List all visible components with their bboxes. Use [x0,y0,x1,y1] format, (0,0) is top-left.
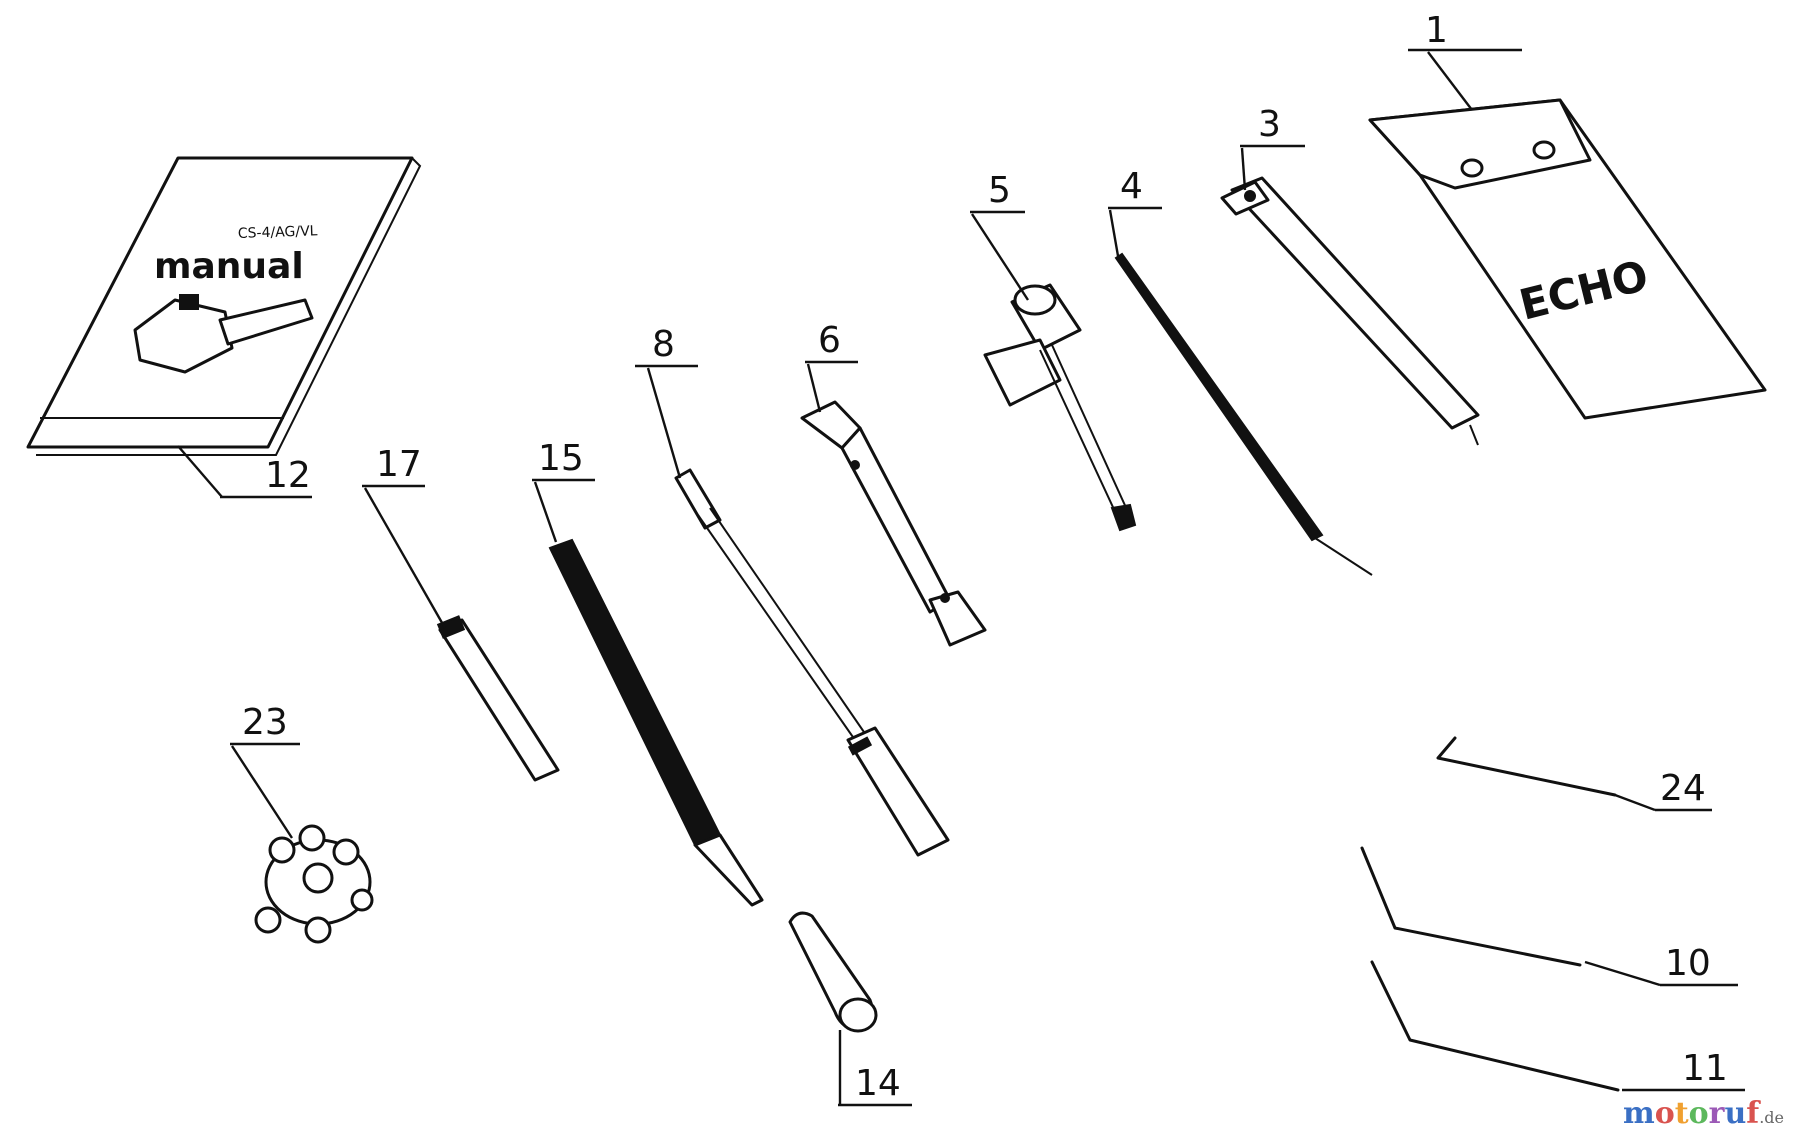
callout-5: 5 [970,170,1030,301]
callout-4: 4 [1108,166,1162,257]
tool-4-round-file [1114,252,1373,576]
manual-booklet: CS-4/AG/VL manual [26,156,422,456]
tool-pouch: ECHO [1368,98,1767,420]
svg-text:12: 12 [265,455,311,496]
svg-text:17: 17 [376,444,422,485]
svg-text:24: 24 [1660,768,1706,809]
tool-5-box-wrench [983,283,1137,532]
tool-23-flywheel-puller [254,824,374,944]
svg-text:10: 10 [1665,943,1711,984]
watermark-suffix: .de [1759,1108,1784,1127]
chainsaw-illustration [133,294,314,374]
tool-8-screwdriver [674,468,950,857]
manual-subtitle: CS-4/AG/VL [238,223,318,242]
tool-24-hex-key [1436,736,1617,797]
svg-text:1: 1 [1425,10,1448,51]
svg-text:11: 11 [1682,1048,1728,1089]
watermark-brand: motoruf [1623,1096,1760,1131]
svg-text:3: 3 [1258,104,1281,145]
callout-10: 10 [1584,943,1738,987]
callout-8: 8 [635,324,698,479]
svg-text:5: 5 [988,170,1011,211]
callout-1: 1 [1408,10,1522,111]
tool-10-hex-key [1360,846,1582,967]
svg-text:4: 4 [1120,166,1143,207]
tool-14-file-handle [788,911,878,1033]
callout-3: 3 [1240,104,1305,191]
svg-text:23: 23 [242,702,288,743]
callout-15: 15 [532,438,595,543]
callout-6: 6 [805,320,858,413]
callout-11: 11 [1622,1048,1745,1092]
svg-text:6: 6 [818,320,841,361]
tool-6-combo-wrench [800,400,987,647]
svg-text:15: 15 [538,438,584,479]
callout-12: 12 [177,445,312,499]
tool-11-hex-key [1370,960,1620,1092]
callout-23: 23 [230,702,300,839]
svg-text:14: 14 [855,1063,901,1104]
callout-24: 24 [1614,768,1712,812]
callout-14: 14 [838,1030,912,1107]
manual-title: manual [154,246,304,287]
callout-17: 17 [362,444,447,629]
watermark-logo: motoruf.de [1623,1096,1784,1131]
tool-3-bar [1220,176,1480,446]
tool-17-file-guide [436,615,560,782]
svg-text:8: 8 [652,324,675,365]
tool-15-flat-file [548,538,764,907]
